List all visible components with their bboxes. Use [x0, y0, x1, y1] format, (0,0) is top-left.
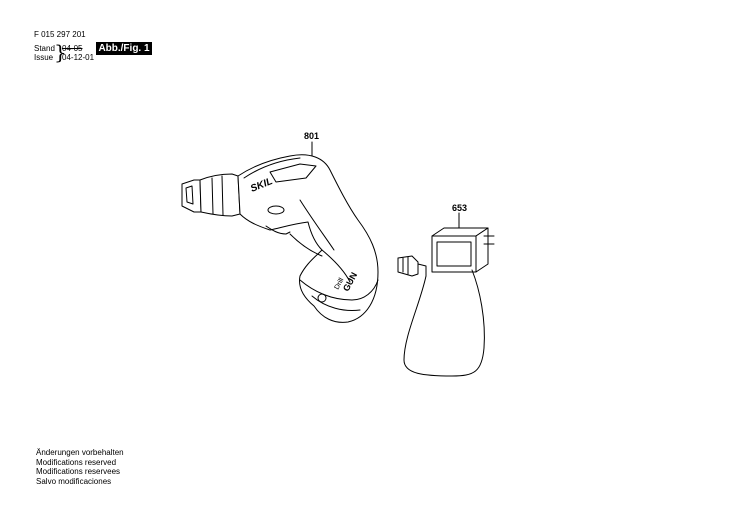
- footer-line-en: Modifications reserved: [36, 457, 117, 467]
- drill-gun-illustration: [181, 154, 379, 323]
- brace-symbol: }: [54, 40, 67, 64]
- footer-disclaimer: Änderungen vorbehalten Modifications res…: [36, 448, 124, 486]
- stand-label: Stand: [34, 44, 55, 53]
- footer-line-es: Salvo modificaciones: [36, 476, 112, 486]
- part-number: F 015 297 201: [34, 30, 86, 39]
- footer-line-de: Änderungen vorbehalten: [36, 448, 124, 457]
- issue-date: 04-12-01: [62, 53, 95, 62]
- callout-653: 653: [452, 203, 468, 213]
- stand-date: 04-05: [62, 44, 83, 53]
- charger-illustration: [397, 227, 495, 377]
- figure-badge: Abb./Fig. 1: [96, 42, 152, 55]
- issue-label: Issue: [34, 53, 54, 62]
- callout-801: 801: [304, 131, 320, 141]
- footer-line-fr: Modifications reservees: [36, 467, 121, 477]
